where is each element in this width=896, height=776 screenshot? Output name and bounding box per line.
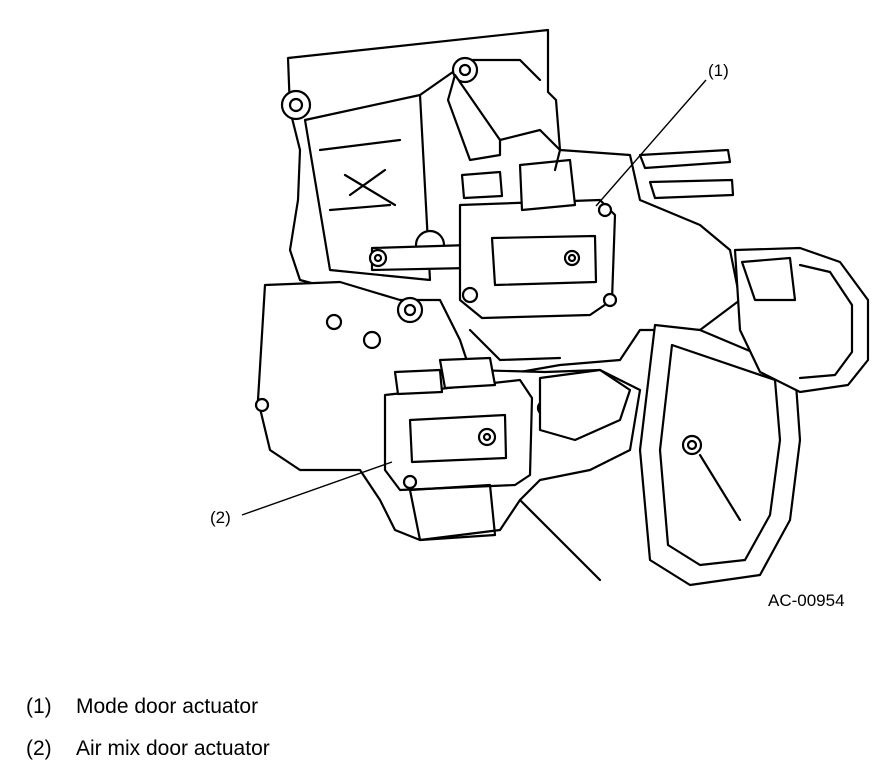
legend-text: Air mix door actuator <box>76 737 270 760</box>
callout-2: (2) <box>210 508 231 527</box>
legend-item-air-mix-door-actuator: (2) Air mix door actuator <box>26 728 270 770</box>
legend-number: (1) <box>26 695 52 718</box>
callout-1: (1) <box>708 61 729 80</box>
legend-item-mode-door-actuator: (1) Mode door actuator <box>26 686 270 728</box>
hvac-unit-illustration: (1) (2) AC-00954 <box>210 28 870 610</box>
legend-text: Mode door actuator <box>76 695 259 718</box>
figure-id: AC-00954 <box>768 591 845 610</box>
air-duct <box>638 323 802 587</box>
legend-number: (2) <box>26 737 52 760</box>
upper-housing <box>286 28 742 374</box>
callout-leader-1 <box>595 79 707 207</box>
callout-leader-2 <box>241 461 393 516</box>
legend: (1) Mode door actuator (2) Air mix door … <box>26 686 270 770</box>
